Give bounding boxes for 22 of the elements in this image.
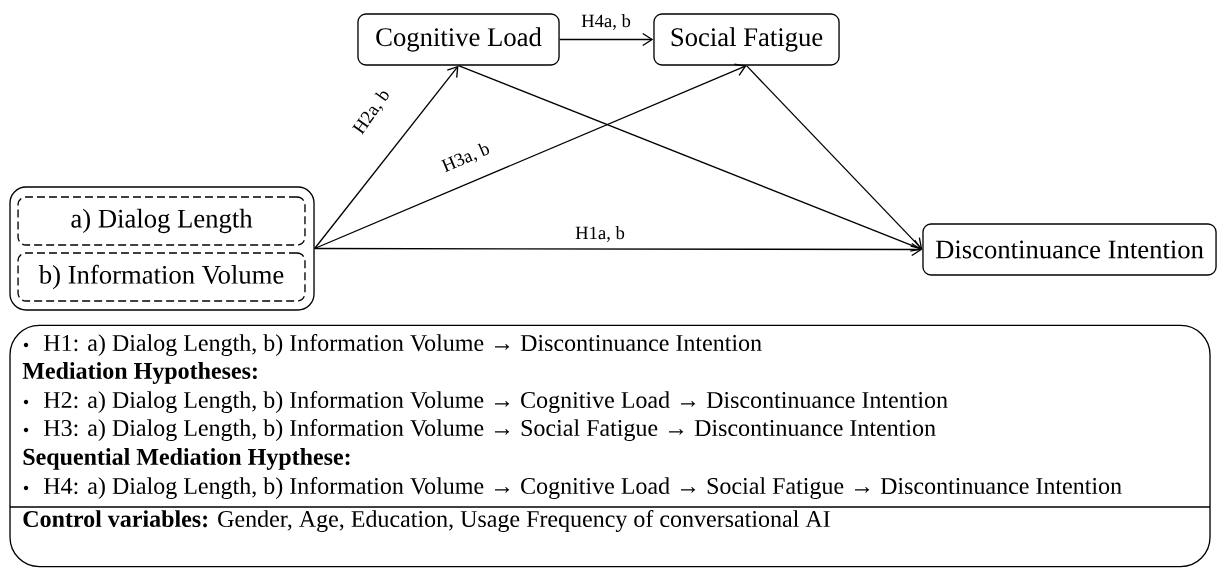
arrow [559, 32, 654, 47]
edge-label: H3a, b [438, 139, 494, 177]
section-heading: Mediation Hypotheses: [22, 362, 257, 384]
bullet-item: H3: a) Dialog Length, b) Information Volume → Social Fatigue → Discontinuance Intention [23, 418, 936, 442]
arrow [314, 63, 747, 250]
group-box [9, 186, 315, 311]
construct-box: Cognitive Load [357, 13, 560, 66]
arrow [314, 242, 923, 257]
section-heading: Sequential Mediation Hypthese: [23, 448, 350, 470]
variable-box: b) Information Volume [17, 252, 306, 302]
edge-label: H4a, b [579, 12, 633, 32]
arrow [745, 64, 923, 250]
construct-box: Social Fatigue [653, 13, 840, 66]
bullet-item: H4: a) Dialog Length, b) Information Volume → Cognitive Load → Social Fatigue → Discontinuance Intention [23, 476, 1122, 500]
variable-box: a) Dialog Length [17, 196, 306, 246]
edge-label: H1a, b [573, 224, 627, 244]
construct-box: Discontinuance Intention [922, 223, 1217, 276]
arrow [314, 65, 459, 250]
bullet-item: H2: a) Dialog Length, b) Information Volume → Cognitive Load → Discontinuance Intention [23, 390, 948, 414]
note-text: Control variables: Gender, Age, Education, Usage Frequency of conversational AI [23, 509, 830, 533]
edge-label: H2a, b [349, 85, 395, 139]
bullet-item: H1: a) Dialog Length, b) Information Volume → Discontinuance Intention [23, 333, 762, 357]
